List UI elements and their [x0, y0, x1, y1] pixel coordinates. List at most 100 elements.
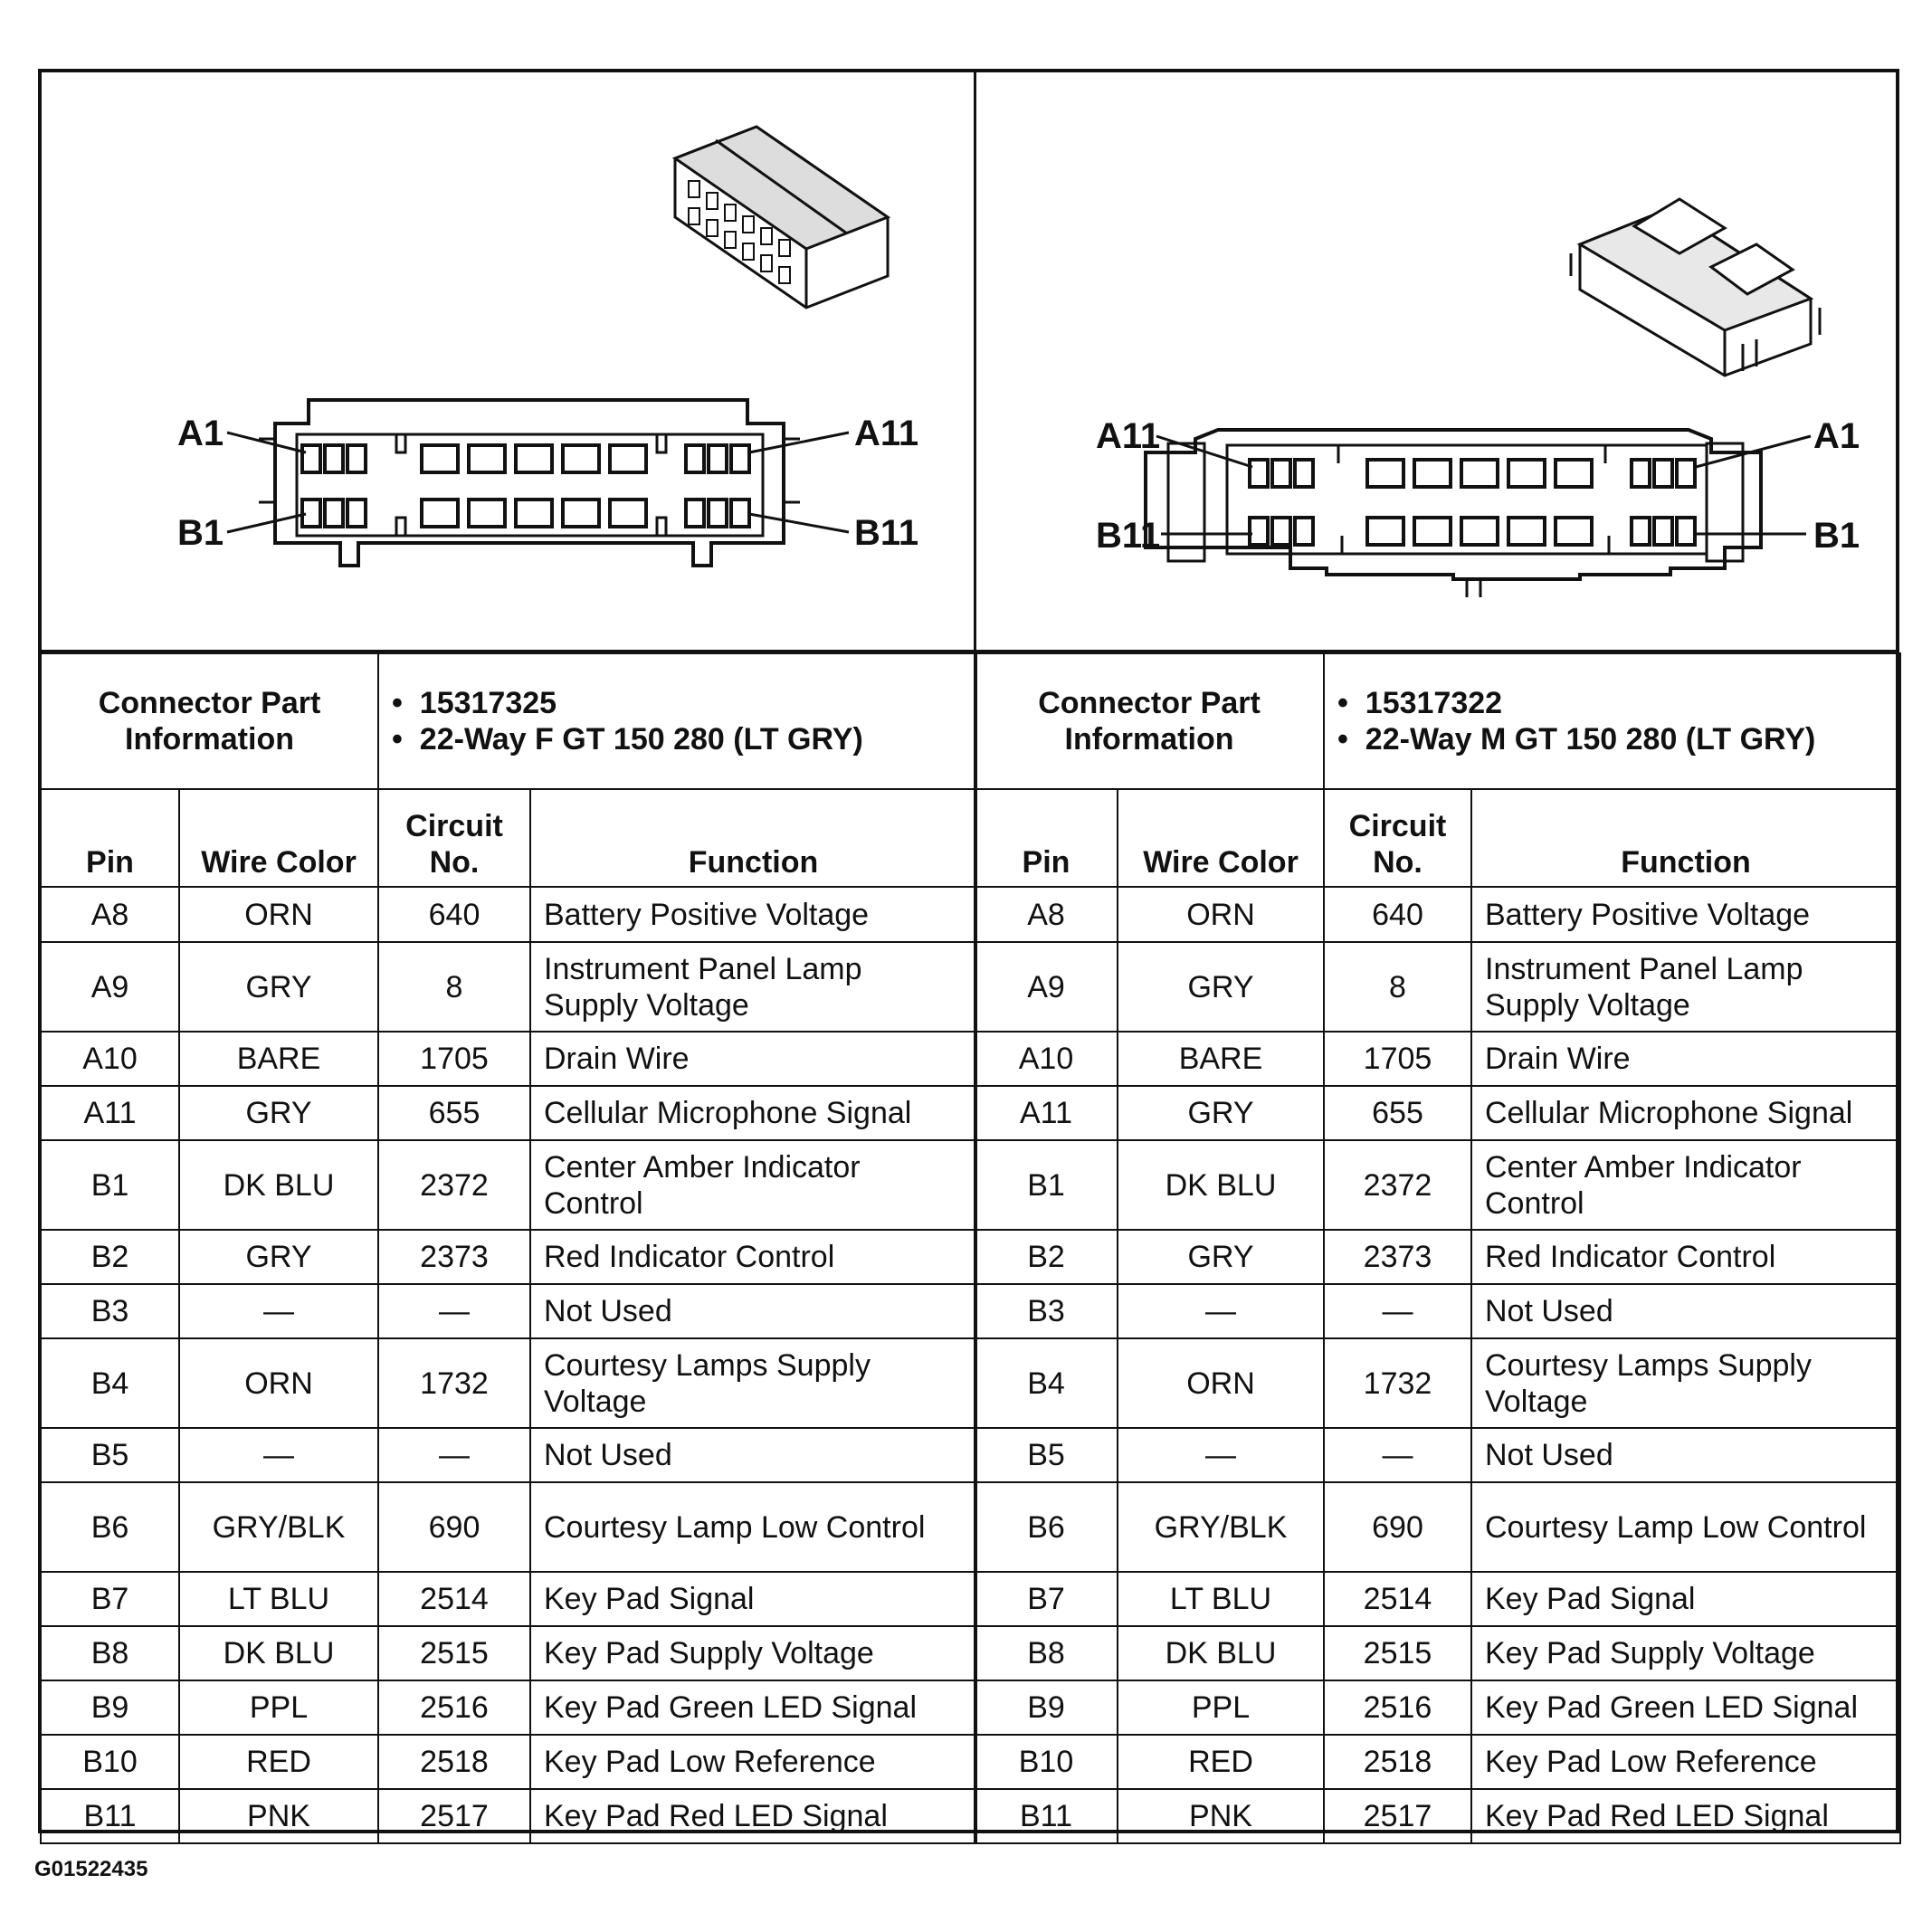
table-row: B5——Not Used [40, 1427, 977, 1483]
pin-cell: B7 [974, 1571, 1118, 1627]
pin-cell: B10 [974, 1734, 1118, 1790]
right-connector-housing [1144, 428, 1763, 581]
circuit-no-cell: 1732 [377, 1337, 531, 1429]
circuit-no-cell: 2372 [377, 1139, 531, 1231]
circuit-no-cell: 2514 [1323, 1571, 1472, 1627]
table-row: B5——Not Used [974, 1427, 1901, 1483]
circuit-no-cell: 2516 [1323, 1680, 1472, 1736]
connector-sheet: A1 A11 B1 B11 [38, 69, 1901, 1844]
circuit-no-cell: 2514 [377, 1571, 531, 1627]
pin-cell: B8 [974, 1625, 1118, 1681]
pin-header: Pin [974, 788, 1118, 888]
function-cell: Courtesy Lamps Supply Voltage [1470, 1337, 1901, 1429]
pin-cell: A10 [974, 1031, 1118, 1087]
connector-part-info-list: 1531732522-Way F GT 150 280 (LT GRY) [377, 652, 977, 790]
function-cell: Key Pad Low Reference [529, 1734, 977, 1790]
wire-color-cell: PNK [178, 1788, 379, 1844]
left-connector-cavities [300, 434, 751, 536]
wire-color-cell: LT BLU [178, 1571, 379, 1627]
pin-cell: B1 [974, 1139, 1118, 1231]
function-cell: Cellular Microphone Signal [1470, 1085, 1901, 1141]
circuit-no-cell: 1705 [1323, 1031, 1472, 1087]
wire-color-cell: ORN [1117, 886, 1325, 943]
wire-color-cell: ORN [178, 1337, 379, 1429]
right-pin-label-b11: B11 [1096, 516, 1160, 556]
function-cell: Instrument Panel Lamp Supply Voltage [1470, 941, 1901, 1033]
pin-cell: A9 [40, 941, 180, 1033]
function-cell: Key Pad Supply Voltage [529, 1625, 977, 1681]
left-pin-label-a11: A11 [854, 414, 918, 453]
pin-cell: A10 [40, 1031, 180, 1087]
connector-part-info-item: 15317322 [1337, 685, 1887, 721]
wire-color-cell: BARE [178, 1031, 379, 1087]
connector-part-info-list: 1531732222-Way M GT 150 280 (LT GRY) [1323, 652, 1901, 790]
function-cell: Courtesy Lamps Supply Voltage [529, 1337, 977, 1429]
circuit-no-cell: 655 [377, 1085, 531, 1141]
wire-color-cell: GRY [1117, 941, 1325, 1033]
diagram-divider [974, 72, 976, 650]
connector-part-info-item: 15317325 [392, 685, 963, 721]
circuit-no-cell: 2373 [377, 1229, 531, 1285]
function-cell: Instrument Panel Lamp Supply Voltage [529, 941, 977, 1033]
function-cell: Not Used [1470, 1427, 1901, 1483]
circuit-no-header: Circuit No. [1323, 788, 1472, 888]
left-pinout-table: Connector Part Information1531732522-Way… [40, 652, 977, 1844]
pin-cell: A8 [40, 886, 180, 943]
wire-color-cell: BARE [1117, 1031, 1325, 1087]
function-cell: Center Amber Indicator Control [529, 1139, 977, 1231]
circuit-no-header: Circuit No. [377, 788, 531, 888]
function-cell: Drain Wire [529, 1031, 977, 1087]
figure-id: G01522435 [34, 1857, 148, 1881]
circuit-no-cell: 2373 [1323, 1229, 1472, 1285]
connector-part-info-item: 22-Way F GT 150 280 (LT GRY) [392, 721, 963, 757]
circuit-no-cell: 640 [1323, 886, 1472, 943]
wire-color-cell: PNK [1117, 1788, 1325, 1844]
wire-color-cell: — [178, 1283, 379, 1339]
left-connector-leaders [226, 431, 850, 534]
function-cell: Key Pad Signal [529, 1571, 977, 1627]
function-cell: Not Used [529, 1427, 977, 1483]
circuit-no-cell: 640 [377, 886, 531, 943]
connector-part-info-item: 22-Way M GT 150 280 (LT GRY) [1337, 721, 1887, 757]
left-connector-housing [273, 398, 785, 567]
table-row: B3——Not Used [974, 1283, 1901, 1339]
circuit-no-cell: 2516 [377, 1680, 531, 1736]
function-cell: Key Pad Red LED Signal [1470, 1788, 1901, 1844]
function-cell: Courtesy Lamp Low Control [529, 1481, 977, 1573]
right-pin-label-a1: A1 [1813, 416, 1860, 456]
wire-color-cell: — [1117, 1427, 1325, 1483]
left-connector-3d-icon [671, 125, 891, 309]
wire-color-cell: GRY [178, 1085, 379, 1141]
circuit-no-cell: 655 [1323, 1085, 1472, 1141]
function-header: Function [1470, 788, 1901, 888]
connector-diagram-area: A1 A11 B1 B11 [42, 72, 1896, 652]
pin-cell: B7 [40, 1571, 180, 1627]
circuit-no-cell: 2518 [1323, 1734, 1472, 1790]
function-cell: Key Pad Green LED Signal [529, 1680, 977, 1736]
pin-cell: B6 [974, 1481, 1118, 1573]
pin-cell: B1 [40, 1139, 180, 1231]
pin-cell: B3 [974, 1283, 1118, 1339]
circuit-no-cell: — [1323, 1427, 1472, 1483]
pin-cell: B11 [974, 1788, 1118, 1844]
function-cell: Key Pad Signal [1470, 1571, 1901, 1627]
connector-part-info-label: Connector Part Information [974, 652, 1325, 790]
right-connector-3d-icon [1569, 197, 1822, 377]
connector-part-info-row: Connector Part Information1531732522-Way… [40, 652, 977, 790]
circuit-no-cell: 1705 [377, 1031, 531, 1087]
connector-part-info-label: Connector Part Information [40, 652, 379, 790]
